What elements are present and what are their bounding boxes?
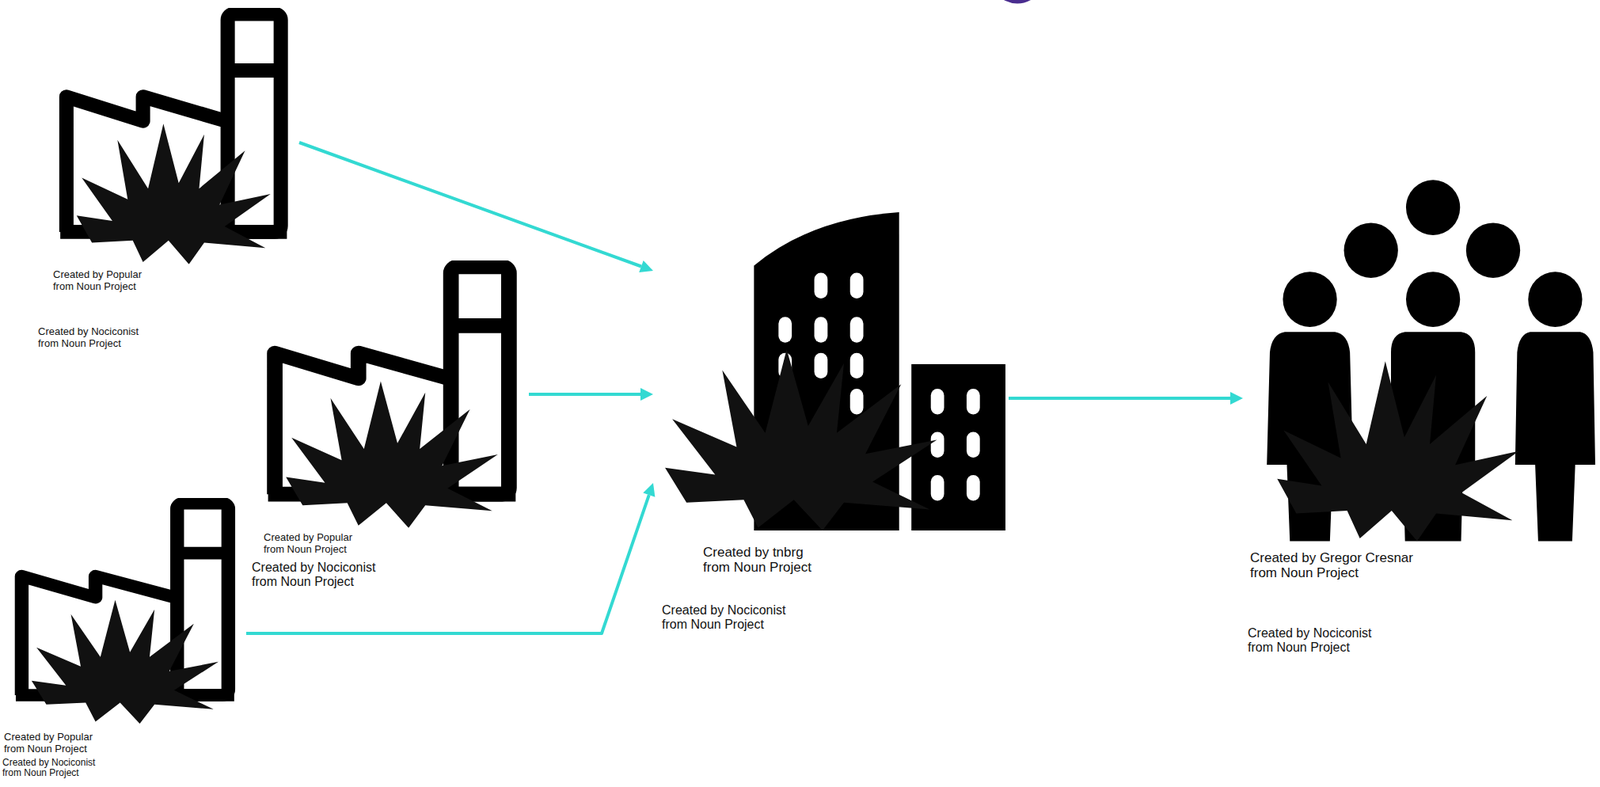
arrow-line: [246, 494, 650, 634]
attribution-text: Created by Nociconist from Noun Project: [2, 757, 98, 780]
arrow-head: [642, 482, 655, 498]
icon-node: Created by Popular from Noun ProjectCrea…: [241, 258, 526, 590]
arrow-head: [638, 260, 654, 273]
icon-node: Created by tnbrg from Noun ProjectCreate…: [656, 210, 1006, 632]
attribution-text: Created by Nociconist from Noun Project: [251, 560, 378, 590]
factory-icon: [60, 14, 287, 265]
arrow-line: [1008, 396, 1231, 400]
city-icon: [665, 212, 1006, 531]
flow-arrow: [1008, 391, 1243, 405]
attribution-text: Created by tnbrg from Noun Project: [703, 544, 814, 575]
attribution-text: Created by Popular from Noun Project: [3, 731, 96, 755]
title-fragment: [1003, 0, 1031, 4]
arrow-line: [528, 392, 641, 396]
people-icon: [1266, 179, 1596, 541]
icon-node: Created by Popular from Noun ProjectCrea…: [34, 6, 297, 350]
attribution-text: Created by Popular from Noun Project: [53, 269, 145, 293]
arrow-line: [299, 142, 642, 267]
icon-node: Created by Popular from Noun ProjectCrea…: [2, 496, 244, 780]
attribution-text: Created by Nociconist from Noun Project: [661, 603, 788, 632]
flow-arrow: [299, 142, 654, 273]
attribution-text: Created by Nociconist from Noun Project: [38, 326, 141, 350]
attribution-text: Created by Nociconist from Noun Project: [1247, 626, 1374, 655]
attribution-text: Created by Popular from Noun Project: [263, 532, 355, 555]
icon-node: Created by Gregor Cresnar from Noun Proj…: [1246, 177, 1596, 655]
attribution-text: Created by Gregor Cresnar from Noun Proj…: [1250, 550, 1415, 581]
flow-arrow: [528, 387, 654, 401]
factory-icon: [15, 503, 235, 724]
arrow-head: [1230, 391, 1243, 405]
flow-arrow: [246, 482, 655, 634]
arrow-head: [640, 387, 654, 401]
factory-icon: [268, 266, 517, 529]
